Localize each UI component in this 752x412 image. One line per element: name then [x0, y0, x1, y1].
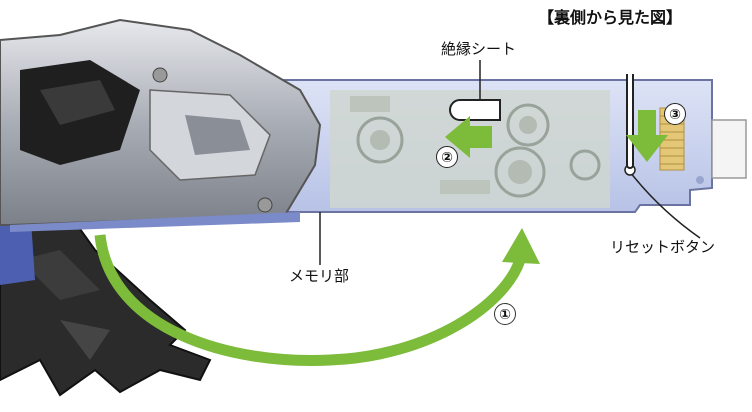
reset-button-label: リセットボタン: [610, 238, 716, 256]
insulation-sheet-label: 絶縁シート: [441, 40, 517, 58]
memory-part-label: メモリ部: [289, 267, 350, 285]
step-2-badge: ②: [436, 146, 458, 168]
insulation-sheet: [449, 99, 501, 121]
step-1-badge: ①: [494, 303, 516, 325]
down-arrow-icon: [626, 110, 668, 162]
connector: [711, 119, 747, 179]
reset-pin: [626, 74, 634, 169]
step-3-badge: ③: [664, 103, 686, 125]
diagram-title: 【裏側から見た図】: [538, 8, 683, 27]
curved-arrow-icon: [94, 234, 526, 366]
device-housing: [0, 18, 322, 232]
left-arrow-icon: [445, 116, 492, 158]
leader-lines: [319, 60, 701, 265]
curved-arrow-head: [502, 228, 540, 264]
